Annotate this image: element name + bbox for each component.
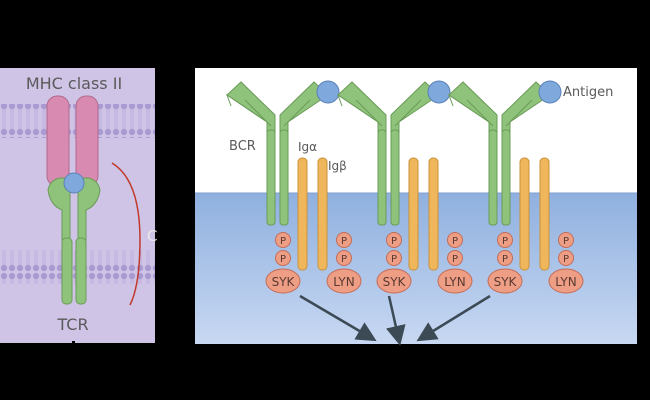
lyn-kinase [326, 268, 362, 294]
lyn-kinase [437, 268, 473, 294]
bcr-complex [337, 80, 451, 271]
tcr-molecule [47, 177, 101, 305]
bcr-complex [448, 80, 562, 271]
mhc-class-ii-label: MHC class II [26, 74, 122, 93]
peptide-antigen-icon [63, 172, 85, 194]
phosphate-label: P [280, 236, 286, 247]
antigen-icon [538, 80, 562, 104]
signal-arrows [299, 294, 491, 346]
phosphate-label: P [341, 254, 347, 265]
phosphate-label: P [502, 254, 508, 265]
tcr-label: TCR [56, 315, 88, 334]
phosphate-label: P [452, 254, 458, 265]
phosphate-icon [386, 250, 402, 266]
bcr-complex [226, 80, 340, 271]
right-panel [195, 68, 637, 344]
phosphate-icon [447, 250, 463, 266]
mhc-class-ii-molecule [46, 95, 99, 187]
phosphate-label: P [391, 236, 397, 247]
phosphate-label: P [280, 254, 286, 265]
bcr-label: BCR [229, 139, 256, 154]
phosphate-icon [558, 250, 574, 266]
phosphate-label: P [502, 236, 508, 247]
antigen-icon [316, 80, 340, 104]
phosphate-label: P [341, 236, 347, 247]
phosphate-icon [558, 232, 574, 248]
syk-label: SYK [272, 275, 296, 289]
phosphate-icon [275, 250, 291, 266]
lyn-label: LYN [444, 275, 465, 289]
phosphate-label: P [452, 236, 458, 247]
syk-label: SYK [383, 275, 407, 289]
phosphate-label: P [563, 236, 569, 247]
syk-kinase [265, 268, 301, 294]
phosphate-icon [497, 250, 513, 266]
phosphate-icon [275, 232, 291, 248]
phosphate-icon [336, 232, 352, 248]
antigen-label: Antigen [563, 85, 613, 100]
antigen-icon [427, 80, 451, 104]
syk-label: SYK [494, 275, 518, 289]
lyn-label: LYN [555, 275, 576, 289]
phosphate-label: P [391, 254, 397, 265]
phosphate-icon [336, 250, 352, 266]
phosphate-icon [497, 232, 513, 248]
partial-letter: C [147, 227, 157, 245]
signal-arrow [111, 162, 141, 306]
ig-beta-label: Igβ [328, 159, 347, 173]
lyn-kinase [548, 268, 584, 294]
phosphate-label: P [563, 254, 569, 265]
syk-kinase [487, 268, 523, 294]
syk-kinase [376, 268, 412, 294]
lyn-label: LYN [333, 275, 354, 289]
left-panel: MHC class II TCR [0, 68, 155, 347]
phosphate-icon [386, 232, 402, 248]
phosphate-icon [447, 232, 463, 248]
ig-alpha-label: Igα [298, 140, 317, 154]
panel-stem [72, 341, 75, 347]
